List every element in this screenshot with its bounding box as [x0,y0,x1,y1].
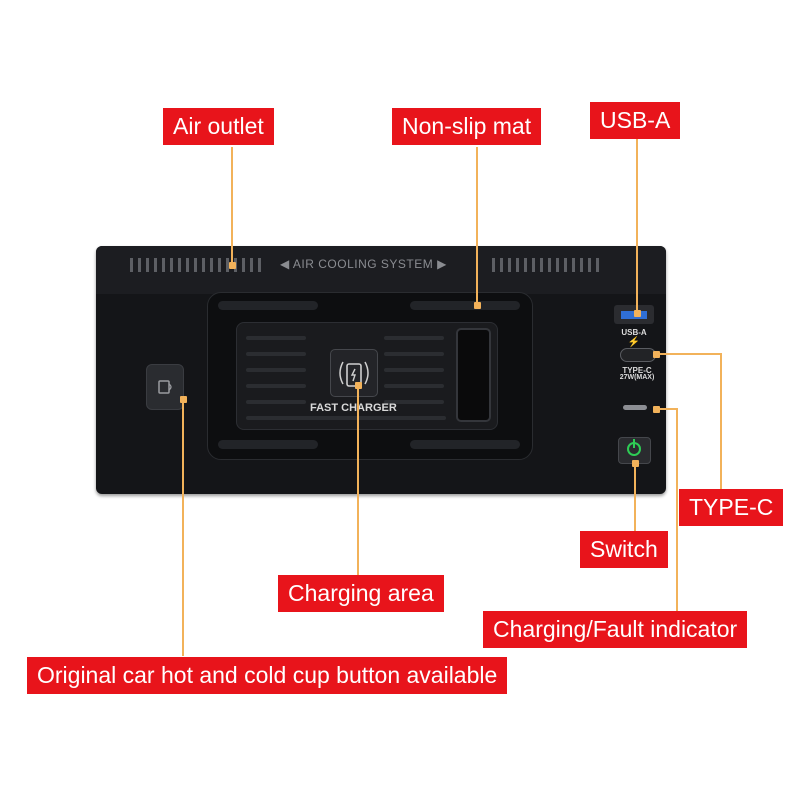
vent-slit [162,258,165,272]
leader-dot-cup-button [180,396,187,403]
leader-line-switch [634,462,636,534]
pad-groove [246,352,306,356]
vent-slit [154,258,157,272]
pad-groove [246,384,306,388]
vent-slit [186,258,189,272]
label-cup-button: Original car hot and cold cup button ava… [27,657,508,694]
power-icon-stem [633,439,635,448]
mat-bar [218,440,318,449]
pad-groove [384,368,444,372]
vent-slit [540,258,543,272]
vent-slit [226,258,229,272]
vent-slit [138,258,141,272]
leader-line-air-outlet [231,147,233,265]
label-charging-fault-indicator: Charging/Fault indicator [483,611,748,648]
leader-line-usb-a [636,139,638,313]
label-charging-area: Charging area [278,575,444,612]
leader-line-non-slip-mat [476,147,478,305]
pad-groove [246,368,306,372]
label-usb-a: USB-A [590,102,681,139]
type-c-port-label: TYPE-C [622,366,652,375]
vent-slit [218,258,221,272]
leader-dot-usb-a [634,310,641,317]
leader-dot-indicator [653,406,660,413]
vent-slit [564,258,567,272]
lightning-icon: ⚡ [627,337,641,348]
vent-slit [146,258,149,272]
wireless-charging-icon [330,349,378,397]
pad-groove [246,416,446,420]
vent-slit [210,258,213,272]
vent-slit [170,258,173,272]
fast-charger-text: FAST CHARGER [310,402,397,414]
vent-slit [194,258,197,272]
pad-groove [384,384,444,388]
charging-fault-indicator [623,405,647,410]
device-top-lip [96,246,666,294]
vent-slit [242,258,245,272]
leader-dot-type-c [653,351,660,358]
leader-line-charging-area [357,385,359,577]
vent-slit [258,258,261,272]
leader-dot-switch [632,460,639,467]
vent-slit [202,258,205,272]
vent-slit [572,258,575,272]
vent-slit [588,258,591,272]
mat-bar [410,301,520,310]
vent-slit [178,258,181,272]
vent-slit [580,258,583,272]
leader-dot-non-slip-mat [474,302,481,309]
charging-pad [236,322,498,430]
vent-slit [556,258,559,272]
label-air-outlet: Air outlet [163,108,274,145]
leader-line-type-c-h [656,353,722,355]
leader-line-cup-button [182,398,184,656]
vent-slit [548,258,551,272]
pad-groove [384,336,444,340]
type-c-power-label: 27W(MAX) [619,374,655,381]
pad-groove [246,400,306,404]
label-type-c: TYPE-C [679,489,784,526]
vent-slit [492,258,495,272]
leader-line-indicator-h [655,408,677,410]
label-non-slip-mat: Non-slip mat [392,108,542,145]
usb-a-port-label: USB-A [621,328,647,337]
vent-slit [596,258,599,272]
phone-slot [456,328,491,422]
vent-slit [500,258,503,272]
label-switch: Switch [580,531,668,568]
vent-slit [130,258,133,272]
pad-groove [246,336,306,340]
mat-bar [410,440,520,449]
vent-slit [250,258,253,272]
pad-groove [384,352,444,356]
vent-slit [532,258,535,272]
type-c-port[interactable] [620,348,656,362]
leader-line-type-c-v [720,353,722,491]
air-cooling-system-text: ◀ AIR COOLING SYSTEM ▶ [280,257,447,271]
leader-dot-air-outlet [229,262,236,269]
leader-dot-charging-area [355,382,362,389]
vent-slit [508,258,511,272]
pad-groove [384,400,444,404]
vent-slit [516,258,519,272]
mat-bar [218,301,318,310]
cup-button[interactable] [146,364,184,410]
leader-line-indicator-v [676,408,678,612]
vent-slit [524,258,527,272]
